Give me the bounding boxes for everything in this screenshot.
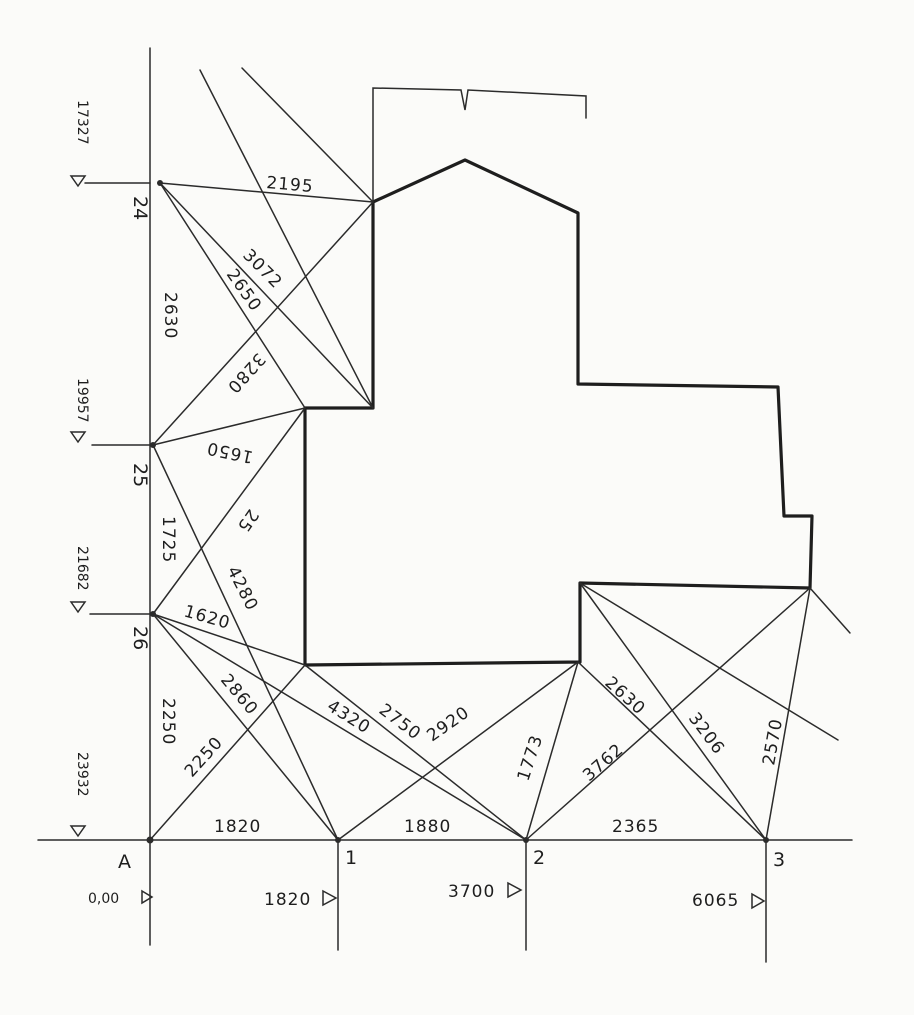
station-label-2: 2 — [533, 847, 545, 869]
dist-1620: 1620 — [182, 602, 233, 634]
dist-2-3: 2365 — [612, 817, 659, 837]
chainage-1: 1820 — [264, 890, 311, 910]
chainage-marker-2 — [507, 881, 523, 899]
dist-2920: 2920 — [423, 703, 473, 746]
chainage-marker-1 — [322, 889, 338, 907]
station-point-24 — [157, 180, 163, 186]
chainage-marker-26 — [69, 601, 87, 614]
dist-2250b: 2250 — [181, 733, 227, 782]
dist-1-2: 1880 — [404, 817, 451, 837]
chainage-marker-3 — [751, 892, 766, 910]
station-point-2 — [523, 837, 529, 843]
dist-A-1: 1820 — [214, 817, 261, 837]
tie-lines — [149, 67, 851, 841]
dist-2750: 2750 — [375, 700, 425, 744]
chainage-25: 19957 — [74, 378, 90, 423]
chainage-marker-left-A — [69, 825, 87, 838]
dist-2570: 2570 — [759, 717, 787, 767]
chainage-26: 21682 — [74, 546, 90, 591]
dist-3280: 3280 — [223, 349, 269, 398]
station-point-A — [146, 836, 154, 844]
dist-A-26: 2250 — [158, 698, 178, 745]
dist-1773: 1773 — [514, 732, 548, 783]
station-label-1: 1 — [345, 847, 357, 869]
station-point-3 — [763, 837, 769, 843]
dist-25: 25 — [232, 505, 262, 536]
chainage-marker-24 — [69, 175, 87, 188]
dist-2630b: 2630 — [601, 673, 650, 719]
chainage-24: 17327 — [74, 100, 90, 145]
chainage-marker-A — [141, 889, 154, 905]
chainage-left-A: 23932 — [74, 752, 90, 797]
dist-3206: 3206 — [684, 709, 728, 759]
building-outline — [303, 158, 814, 667]
chainage-marker-25 — [69, 431, 87, 444]
building-width-dimension — [372, 87, 587, 203]
station-label-25: 25 — [129, 463, 151, 487]
station-label-A: A — [118, 851, 131, 873]
dist-1650: 1650 — [205, 437, 255, 466]
station-label-3: 3 — [773, 849, 785, 871]
station-point-26 — [150, 611, 156, 617]
dist-3762: 3762 — [579, 740, 628, 786]
chainage-A: 0,00 — [88, 891, 119, 907]
dist-25-24: 2630 — [160, 292, 180, 339]
chainage-3: 6065 — [692, 891, 739, 911]
dist-2860: 2860 — [216, 670, 262, 719]
station-point-25 — [150, 442, 156, 448]
dist-26-25: 1725 — [158, 516, 178, 563]
dist-2195: 2195 — [266, 173, 315, 197]
chainage-2: 3700 — [448, 882, 495, 902]
station-label-24: 24 — [129, 196, 151, 220]
station-label-26: 26 — [129, 626, 151, 650]
station-point-1 — [335, 837, 341, 843]
